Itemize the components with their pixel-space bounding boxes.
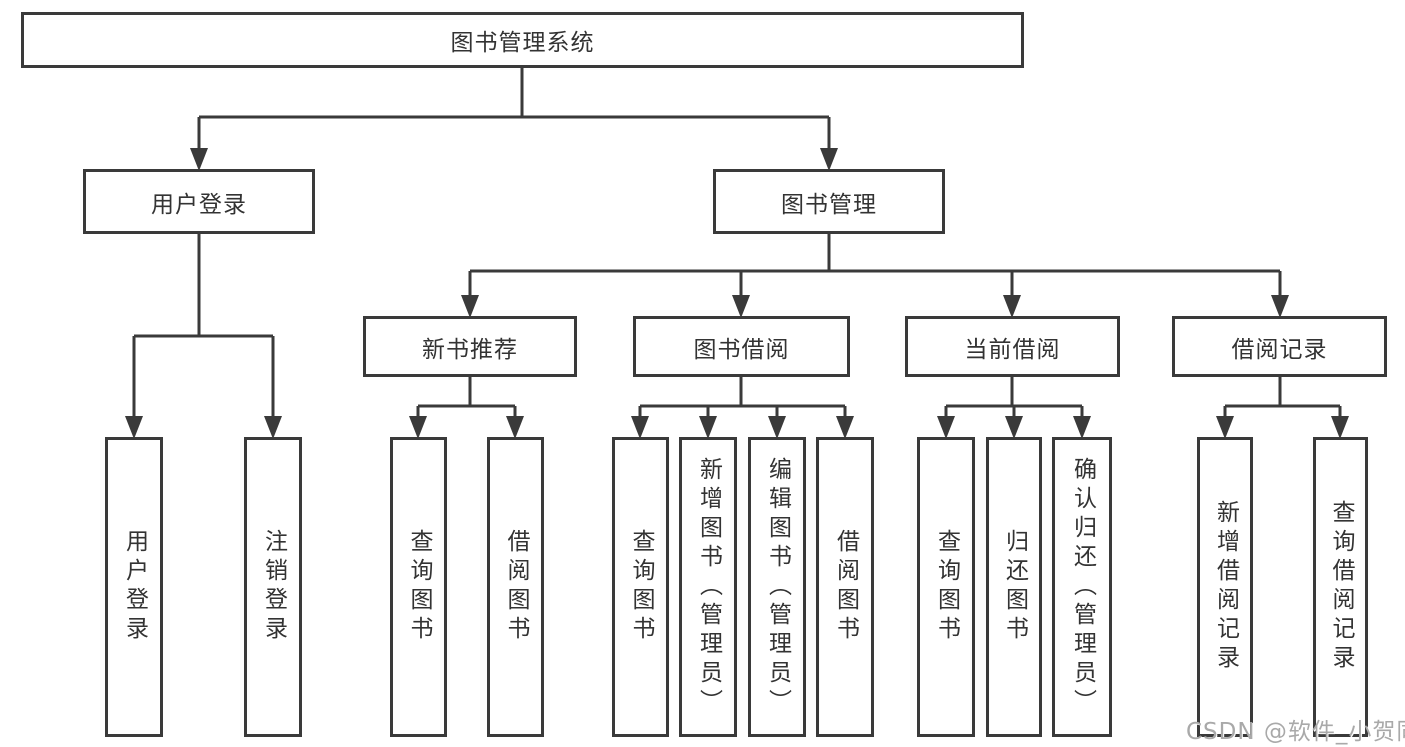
node-new-book-recommend: 新书推荐 — [363, 316, 577, 377]
leaf-bb-add-books-admin: 新增图书（管理员） — [679, 437, 737, 737]
node-label: 图书管理 — [781, 191, 877, 218]
leaf-nbr-query-books: 查询图书 — [390, 437, 447, 737]
node-label: 新书推荐 — [422, 336, 518, 363]
node-label: 确认归还（管理员） — [1069, 456, 1096, 718]
leaf-nbr-borrow-books: 借阅图书 — [487, 437, 544, 737]
node-label: 新增图书（管理员） — [695, 456, 722, 718]
node-library-system: 图书管理系统 — [21, 12, 1024, 68]
node-label: 借阅图书 — [832, 529, 859, 645]
arrowheads — [125, 148, 1349, 439]
node-label: 新增借阅记录 — [1212, 500, 1239, 674]
node-label: 查询借阅记录 — [1328, 500, 1354, 674]
leaf-bb-query-books: 查询图书 — [612, 437, 669, 737]
csdn-watermark: CSDN @软件_小贺同学 — [1186, 719, 1405, 745]
node-label: 用户登录 — [121, 529, 148, 645]
node-label: 当前借阅 — [964, 336, 1061, 363]
node-label: 归还图书 — [1001, 529, 1028, 645]
node-label: 用户登录 — [151, 191, 247, 218]
node-label: 借阅图书 — [503, 529, 529, 645]
node-book-management: 图书管理 — [713, 169, 945, 234]
leaf-br-query-record: 查询借阅记录 — [1313, 437, 1368, 737]
leaf-user-login: 用户登录 — [105, 437, 163, 737]
node-label: 借阅记录 — [1231, 336, 1328, 363]
leaf-bb-borrow-books: 借阅图书 — [816, 437, 874, 737]
leaf-cb-confirm-return-admin: 确认归还（管理员） — [1052, 437, 1112, 737]
leaf-bb-edit-books-admin: 编辑图书（管理员） — [748, 437, 806, 737]
node-label: 图书借阅 — [693, 336, 790, 363]
leaf-br-add-record: 新增借阅记录 — [1197, 437, 1253, 737]
node-label: 注销登录 — [260, 529, 287, 645]
node-label: 查询图书 — [406, 529, 432, 645]
node-book-borrow: 图书借阅 — [633, 316, 850, 377]
node-label: 查询图书 — [628, 529, 654, 645]
node-label: 图书管理系统 — [450, 30, 595, 56]
node-label: 查询图书 — [933, 529, 960, 645]
leaf-cb-return-books: 归还图书 — [986, 437, 1042, 737]
node-current-borrow: 当前借阅 — [905, 316, 1120, 377]
node-user-login: 用户登录 — [83, 169, 315, 234]
leaf-logout: 注销登录 — [244, 437, 302, 737]
leaf-cb-query-books: 查询图书 — [917, 437, 975, 737]
node-borrow-records: 借阅记录 — [1172, 316, 1387, 377]
node-label: 编辑图书（管理员） — [764, 456, 791, 718]
